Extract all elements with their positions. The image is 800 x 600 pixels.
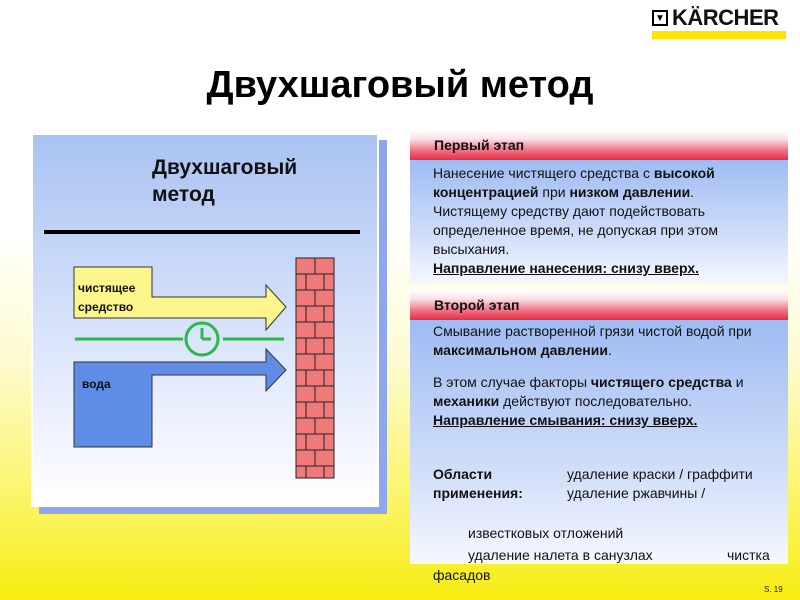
water-label: вода bbox=[82, 377, 111, 391]
water-arrow bbox=[73, 347, 287, 448]
step2-p2-bold-cleaning-agent: чистящего средства bbox=[590, 374, 732, 390]
step2-direction: Направление смывания: снизу вверх. bbox=[433, 412, 698, 428]
step1-direction: Направление нанесения: снизу вверх. bbox=[433, 260, 699, 276]
step2-p2-bold-mechanics: механики bbox=[433, 393, 500, 409]
diagram-title-line1: Двухшаговый bbox=[152, 156, 298, 179]
application-item-5: чистка bbox=[727, 547, 770, 563]
brick-wall-icon bbox=[295, 257, 335, 479]
applications-label-line2: применения: bbox=[433, 485, 523, 501]
step2-paragraph2: В этом случае факторы чистящего средства… bbox=[433, 373, 788, 430]
step2-p1-bold-max-pressure: максимальном давлении bbox=[433, 342, 608, 358]
application-item-2: удаление ржавчины / bbox=[567, 485, 706, 501]
step1-panel bbox=[410, 160, 788, 284]
step2-p1-text-c: . bbox=[607, 342, 612, 358]
application-item-6: фасадов bbox=[433, 567, 491, 583]
step2-paragraph1: Смывание растворенной грязи чистой водой… bbox=[433, 322, 788, 360]
step1-p1-text-a: Нанесение чистящего средства с bbox=[433, 165, 654, 181]
step1-p1-text-c: при bbox=[538, 184, 570, 200]
logo-mark-icon: ▼ bbox=[652, 10, 668, 26]
cleaning-agent-label-line2: средство bbox=[78, 300, 134, 314]
step2-panel bbox=[410, 320, 788, 564]
step1-header-band: Первый этап bbox=[410, 130, 788, 160]
step2-p2-text-c: и bbox=[731, 374, 744, 390]
step2-p1-text-a: Смывание растворенной грязи чистой водой… bbox=[433, 323, 752, 339]
diagram-divider bbox=[44, 230, 360, 234]
slide-number: S. 19 bbox=[764, 585, 783, 594]
step1-p1-text-e: . bbox=[690, 184, 695, 200]
cleaning-agent-arrow bbox=[73, 266, 287, 332]
logo-text: KÄRCHER bbox=[672, 5, 779, 30]
step1-header: Первый этап bbox=[434, 137, 525, 153]
cleaning-agent-label: чистящее средство bbox=[78, 279, 135, 317]
application-item-1: удаление краски / граффити bbox=[567, 466, 753, 482]
application-item-3: известковых отложений bbox=[468, 525, 624, 541]
karcher-logo: ▼ KÄRCHER bbox=[652, 5, 786, 30]
logo-underline bbox=[652, 31, 786, 39]
slide-title: Двухшаговый метод bbox=[206, 64, 594, 106]
step2-header: Второй этап bbox=[434, 297, 520, 313]
applications-label-line1: Области bbox=[433, 466, 493, 482]
diagram-title: Двухшаговый метод bbox=[152, 154, 297, 208]
step2-p2-text-e: действуют последовательно. bbox=[499, 393, 693, 409]
application-item-4: удаление налета в санузлах bbox=[468, 547, 653, 563]
step1-paragraph2: Чистящему средству дают подействовать оп… bbox=[433, 203, 719, 257]
step1-p1-bold-high-concentration: высокой концентрацией bbox=[433, 165, 715, 200]
cleaning-agent-label-line1: чистящее bbox=[78, 281, 136, 295]
step2-p2-text-a: В этом случае факторы bbox=[433, 374, 591, 390]
applications-label: Области применения: bbox=[433, 465, 523, 503]
clock-icon bbox=[184, 321, 220, 357]
step2-header-band: Второй этап bbox=[410, 290, 788, 320]
step1-p1-bold-low-pressure: низком давлении bbox=[569, 184, 691, 200]
diagram-title-line2: метод bbox=[152, 183, 215, 206]
step1-paragraph1: Нанесение чистящего средства с высокой к… bbox=[433, 164, 788, 278]
